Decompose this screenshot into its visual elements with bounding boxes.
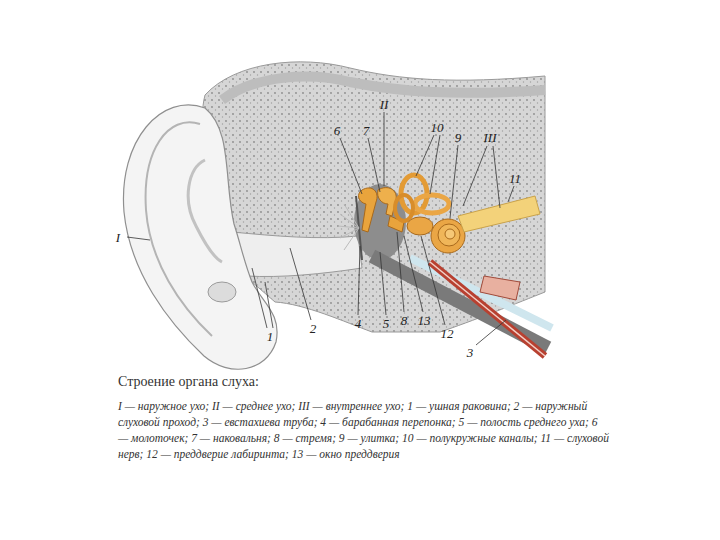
vessel-red	[430, 262, 545, 356]
callout-number: 10	[429, 120, 446, 135]
callout-number: 8	[399, 313, 410, 328]
callout-number: 6	[332, 123, 343, 138]
leader-line	[368, 138, 380, 192]
cochlea	[431, 219, 465, 253]
leader-line	[463, 146, 500, 208]
leader-lines	[127, 112, 514, 345]
leader-line	[340, 138, 362, 194]
leader-line	[384, 112, 385, 186]
leader-line	[358, 246, 360, 315]
caption-text: I — наружное ухо; II — среднее ухо; III …	[118, 398, 610, 462]
callout-number: 11	[507, 171, 523, 186]
concha	[208, 282, 236, 302]
caption-title: Строение органа слуха:	[118, 374, 610, 390]
leader-line	[416, 135, 440, 194]
leader-line	[252, 268, 273, 328]
auricle	[123, 105, 277, 369]
callout-number: 13	[416, 313, 433, 328]
malleus	[359, 188, 378, 232]
antihelix-fold	[188, 160, 222, 262]
leader-line	[476, 320, 506, 345]
callout-number: 9	[453, 130, 464, 145]
skin-layer	[222, 77, 545, 100]
callout-number: 4	[353, 316, 364, 331]
leader-line	[397, 232, 404, 312]
cochlea-turn	[438, 224, 460, 246]
callout-number: III	[482, 130, 499, 145]
leader-line	[508, 186, 514, 202]
helix-fold	[146, 122, 212, 336]
leader-line	[127, 237, 150, 240]
callout-number: I	[114, 230, 122, 245]
artery	[480, 276, 520, 300]
vessel-blue	[410, 258, 552, 328]
vestibule	[407, 217, 433, 235]
leader-line	[404, 236, 423, 312]
leader-line	[290, 248, 311, 320]
ear-canal	[232, 232, 362, 277]
callout-number: 12	[439, 326, 456, 341]
leader-line	[380, 252, 386, 315]
leader-line	[421, 236, 445, 325]
eardrum-fan	[338, 204, 359, 250]
callout-number: 1	[265, 329, 276, 344]
callout-number: 5	[381, 316, 392, 331]
callout-number: 2	[308, 321, 319, 336]
semicircular-canal	[395, 195, 413, 221]
caption-block: Строение органа слуха: I — наружное ухо; …	[118, 374, 610, 462]
callout-number: 3	[465, 345, 476, 360]
callout-number: II	[378, 97, 391, 112]
callout-number: 7	[361, 123, 372, 138]
vessel-red-highlight	[430, 262, 545, 356]
cochlea-turn	[445, 229, 455, 239]
leader-line	[450, 145, 458, 218]
semicircular-canal	[415, 195, 449, 213]
